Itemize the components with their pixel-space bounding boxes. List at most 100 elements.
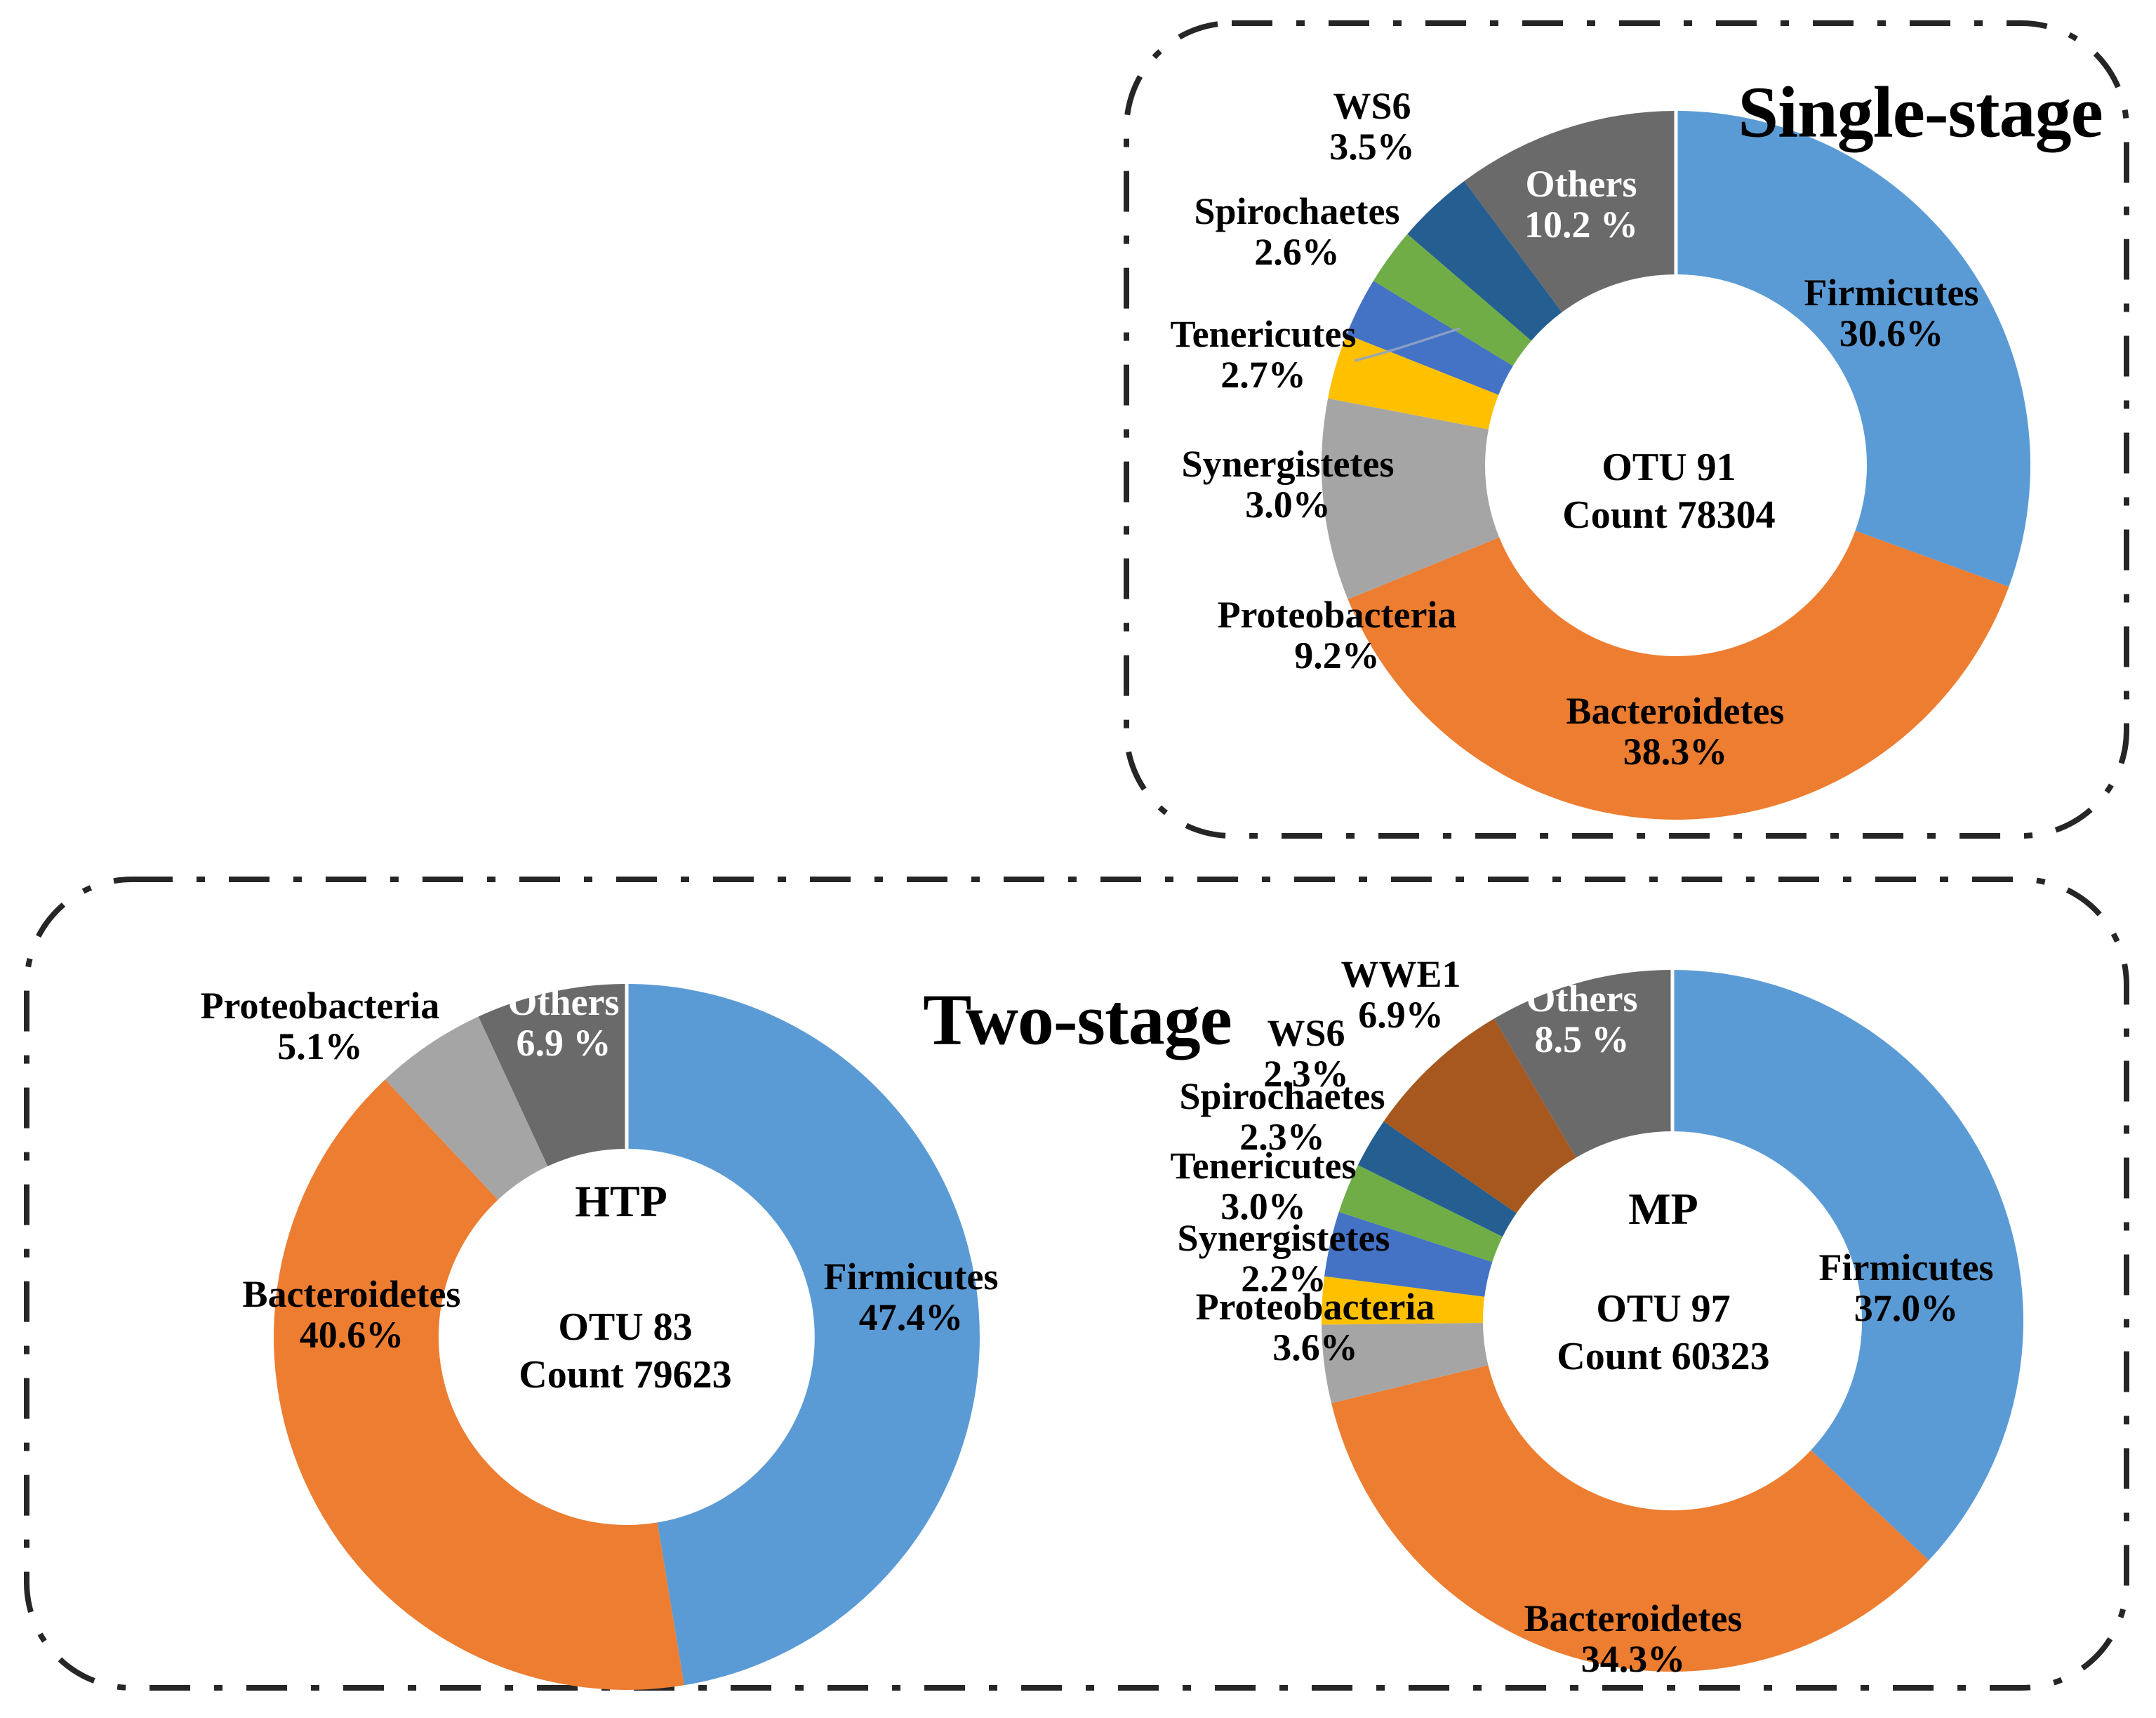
single-stage-box: [1124, 20, 2129, 839]
mp-slice-tenericutes: [1324, 1211, 1493, 1297]
mp-label-others-name: Others: [1526, 978, 1638, 1020]
mp-slice-proteobacteria: [1322, 1323, 1489, 1404]
tenericutes-leader-line: [1354, 327, 1460, 362]
single-stage-center-line-1: OTU 91: [1602, 446, 1736, 489]
htp-center-title: HTP: [575, 1176, 667, 1226]
mp-label-bacteroidetes-pct: 34.3%: [1581, 1638, 1686, 1680]
single-stage-label-others-pct: 10.2 %: [1524, 204, 1638, 246]
single-stage-center-line-2: Count 78304: [1562, 493, 1776, 537]
two-stage-box: [24, 877, 2129, 1691]
single-stage-slice-ws6: [1407, 181, 1562, 341]
mp-label-bacteroidetes-name: Bacteroidetes: [1524, 1597, 1743, 1639]
two-stage-title: Two-stage: [923, 979, 1232, 1060]
htp-center-line-2: Count 79623: [519, 1353, 732, 1397]
mp-slice-wwe1: [1383, 1018, 1576, 1213]
mp-label-proteobacteria-pct: 3.6%: [1272, 1326, 1358, 1369]
mp-label-synergistetes-pct: 2.2%: [1241, 1258, 1326, 1300]
htp-label-others-pct: 6.9 %: [516, 1022, 611, 1064]
mp-slice-ws6: [1357, 1121, 1517, 1237]
mp-slice-synergistetes: [1321, 1276, 1485, 1325]
htp-slice-bacteroidetes: [274, 1079, 684, 1690]
single-stage-slice-proteobacteria: [1322, 398, 1500, 599]
mp-label-ws6-name: WS6: [1267, 1012, 1345, 1054]
single-stage-label-bacteroidetes-pct: 38.3%: [1623, 731, 1728, 773]
mp-label-others-pct: 8.5 %: [1534, 1018, 1630, 1060]
mp-donut: [1321, 969, 2023, 1672]
htp-center-line-1: OTU 83: [558, 1305, 693, 1349]
mp-center-title: MP: [1628, 1184, 1698, 1234]
single-stage-slice-bacteroidetes: [1348, 531, 2009, 820]
single-stage-label-tenericutes-pct: 2.7%: [1220, 354, 1306, 396]
single-stage-slice-firmicutes: [1676, 111, 2030, 587]
mp-label-wwe1-pct: 6.9%: [1358, 994, 1444, 1036]
mp-center-line-2: Count 60323: [1557, 1335, 1770, 1378]
single-stage-label-firmicutes-pct: 30.6%: [1839, 312, 1944, 354]
mp-label-proteobacteria-name: Proteobacteria: [1195, 1286, 1435, 1328]
mp-label-ws6-pct: 2.3%: [1263, 1053, 1349, 1095]
htp-label-bacteroidetes-name: Bacteroidetes: [242, 1273, 461, 1315]
single-stage-label-tenericutes-name: Tenericutes: [1170, 313, 1357, 355]
single-stage-label-bacteroidetes-name: Bacteroidetes: [1566, 690, 1785, 732]
mp-label-tenericutes-name: Tenericutes: [1170, 1145, 1357, 1187]
mp-center-line-1: OTU 97: [1596, 1287, 1731, 1331]
single-stage-label-ws6-pct: 3.5%: [1329, 126, 1415, 168]
mp-slice-others: [1493, 970, 1672, 1158]
mp-slice-spirochaetes: [1338, 1165, 1503, 1263]
mp-slice-bacteroidetes: [1331, 1365, 1929, 1672]
single-stage-label-proteobacteria-name: Proteobacteria: [1217, 594, 1457, 636]
mp-label-firmicutes-pct: 37.0%: [1854, 1287, 1959, 1329]
single-stage-slice-spirochaetes: [1373, 234, 1531, 366]
single-stage-label-firmicutes-name: Firmicutes: [1804, 272, 1979, 314]
htp-label-others-name: Others: [507, 981, 620, 1023]
mp-label-firmicutes-name: Firmicutes: [1818, 1246, 1994, 1288]
single-stage-label-spirochaetes-pct: 2.6%: [1254, 231, 1340, 273]
htp-label-firmicutes-pct: 47.4%: [858, 1296, 964, 1338]
single-stage-label-spirochaetes-name: Spirochaetes: [1194, 190, 1400, 232]
mp-label-synergistetes-name: Synergistetes: [1177, 1217, 1390, 1259]
single-stage-donut: [1322, 110, 2030, 820]
htp-label-firmicutes-name: Firmicutes: [823, 1256, 999, 1298]
single-stage-label-synergistetes-pct: 3.0%: [1245, 484, 1331, 526]
single-stage-title: Single-stage: [1738, 72, 2103, 153]
mp-slice-firmicutes: [1672, 970, 2023, 1561]
single-stage-label-others-name: Others: [1525, 163, 1637, 205]
htp-label-proteobacteria-name: Proteobacteria: [200, 985, 440, 1027]
single-stage-label-proteobacteria-pct: 9.2%: [1294, 634, 1380, 677]
mp-label-spirochaetes-pct: 2.3%: [1239, 1116, 1325, 1158]
single-stage-label-ws6-name: WS6: [1333, 85, 1411, 127]
mp-label-tenericutes-pct: 3.0%: [1220, 1185, 1306, 1227]
htp-slice-firmicutes: [627, 984, 980, 1686]
htp-slice-others: [478, 983, 627, 1166]
single-stage-slice-synergistetes: [1328, 334, 1499, 429]
single-stage-label-synergistetes-name: Synergistetes: [1181, 443, 1395, 485]
htp-donut: [274, 983, 980, 1690]
htp-slice-proteobacteria: [385, 1016, 548, 1200]
htp-label-bacteroidetes-pct: 40.6%: [299, 1314, 404, 1356]
